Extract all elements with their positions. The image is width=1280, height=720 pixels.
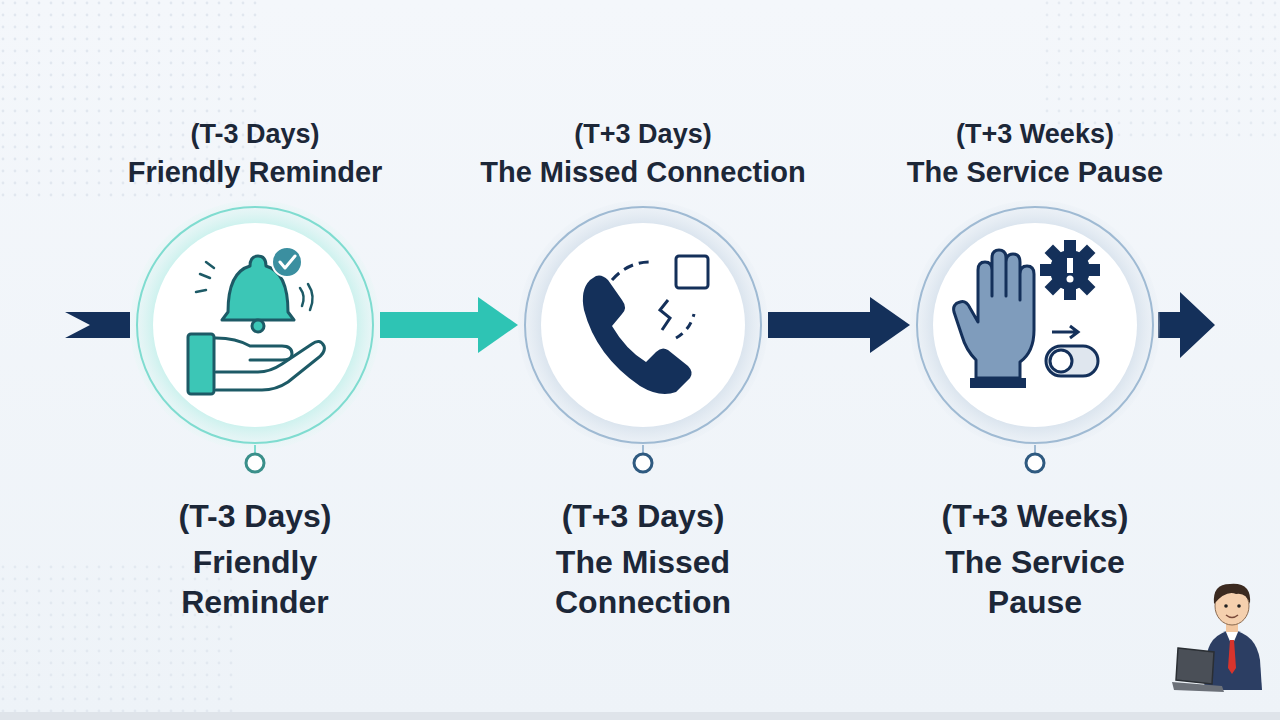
stage-title: Friendly Reminder (125, 542, 385, 622)
timeline-stage: (T+3 Days) The Missed Connection (T+3 Days… (453, 100, 833, 640)
stage-circle (130, 200, 380, 472)
bottom-band (0, 712, 1280, 720)
stage-time-label: (T+3 Weeks) (845, 118, 1225, 150)
stage-time-label: (T+3 Weeks) (905, 497, 1165, 535)
pause-icon (954, 240, 1100, 388)
stage-title: The Missed Connection (513, 542, 773, 622)
stage-title: The Missed Connection (453, 154, 833, 190)
timeline-stage: (T+3 Weeks) The Service Pause (T+3 Weeks) T… (845, 100, 1225, 640)
timeline-stage: (T-3 Days) Friendly Reminder (T-3 Days) Fri… (65, 100, 445, 640)
stage-title: The Service Pause (905, 542, 1165, 622)
stage-title: The Service Pause (845, 154, 1225, 190)
stage-time-label: (T+3 Days) (513, 497, 773, 535)
stage-time-label: (T+3 Days) (453, 118, 833, 150)
stage-ring (910, 200, 1160, 450)
stage-circle (518, 200, 768, 472)
stage-ring (518, 200, 768, 450)
stage-circle (910, 200, 1160, 472)
stage-time-label: (T-3 Days) (65, 118, 445, 150)
timeline-arrow (768, 312, 870, 338)
stage-ring (130, 200, 380, 450)
lead-in-arrow (65, 312, 130, 338)
timeline-arrow (380, 312, 478, 338)
presenter-figure (1172, 584, 1262, 692)
phone-icon (583, 256, 708, 394)
bell-hand-icon (188, 247, 324, 394)
trailing-arrow (1158, 292, 1215, 358)
stage-time-label: (T-3 Days) (125, 497, 385, 535)
stage-title: Friendly Reminder (65, 154, 445, 190)
